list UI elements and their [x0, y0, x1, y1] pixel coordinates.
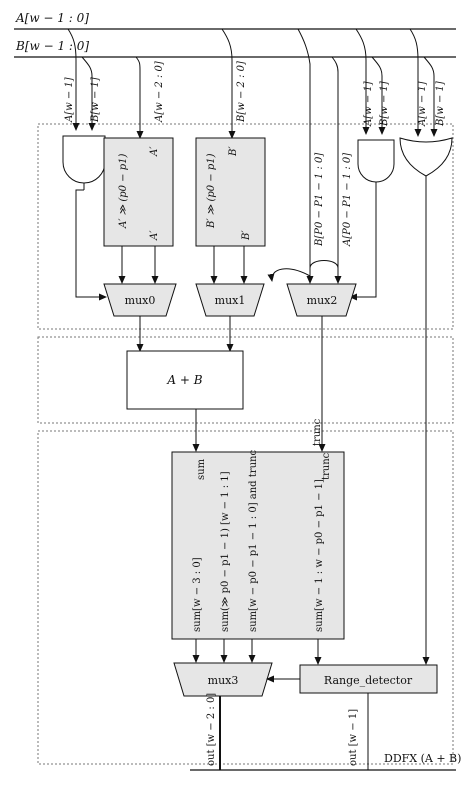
- a-bus-label: A[w − 1 : 0]: [15, 11, 89, 25]
- tap-label-b-msb-2: B[w − 1]: [379, 81, 390, 127]
- and-gate-2-icon: [357, 139, 395, 183]
- trunc-input-label: trunc: [321, 452, 332, 480]
- shift-b-block: [195, 137, 266, 247]
- out-low-label: out [w − 2 : 0]: [206, 693, 217, 766]
- bus-taps: [67, 28, 438, 268]
- tap-label-a-msb-1: A[w − 1]: [64, 77, 75, 123]
- mux3-label: mux3: [208, 674, 239, 687]
- tap-label-a-low: A[w − 2 : 0]: [154, 61, 165, 123]
- shift-a-block: [103, 137, 174, 247]
- and-gate-icon: [62, 135, 106, 184]
- shift-a-expr: A′ ≫ (p0 − p1): [118, 154, 129, 229]
- mux1-label: mux1: [215, 294, 246, 307]
- or-gate-icon: [399, 137, 453, 177]
- shift-b-bottom-label: B′: [241, 230, 252, 241]
- mux0-label: mux0: [125, 294, 156, 307]
- shift-a-bottom-label: A′: [149, 230, 160, 241]
- and-out-to-mux0: [75, 189, 107, 301]
- tap-label-a-msb-2: A[w − 1]: [363, 81, 374, 127]
- mux2-shape: [286, 283, 357, 317]
- stage-3-frame: [37, 430, 454, 765]
- trunc-block: [171, 451, 345, 640]
- ddfx-label: DDFX (A + B): [384, 752, 461, 765]
- adder-label: A + B: [166, 373, 202, 387]
- and2-out-to-mux2: [349, 182, 377, 301]
- shift-b-expr: B′ ≫ (p0 − p1): [206, 153, 217, 229]
- b-bus-label: B[w − 1 : 0]: [15, 39, 89, 53]
- output-label-2: sum[w − p0 − p1 − 1 : 0] and trunc: [248, 450, 259, 632]
- stage-1-frame: [37, 123, 454, 330]
- tap-label-b-msb-3: B[w − 1]: [435, 81, 446, 127]
- pfield-crossover: [272, 260, 339, 284]
- output-label-0: sum[w − 3 : 0]: [192, 557, 203, 632]
- sum-input-label: sum: [196, 458, 207, 480]
- trunc-outer-label: trunc: [312, 418, 323, 446]
- out-msb-label: out [w − 1]: [348, 709, 359, 766]
- tap-label-b-pfield: B[P0 − P1 − 1 : 0]: [314, 153, 325, 247]
- mux0-shape: [103, 283, 177, 317]
- output-label-1: sum(≫ p0 − p1 − 1) [w − 1 : 1]: [220, 471, 231, 632]
- stage-2-frame: [37, 336, 454, 424]
- tap-label-b-msb-1: B[w − 1]: [90, 77, 101, 123]
- mux2-label: mux2: [307, 294, 338, 307]
- mux3-shape: [173, 662, 273, 697]
- adder-block: [126, 350, 244, 410]
- shift-a-top-label: A′: [149, 146, 160, 157]
- shift-b-top-label: B′: [228, 146, 239, 157]
- range-detector-label: Range_detector: [324, 674, 413, 687]
- output-label-3: sum[w − 1 : w − p0 − p1 − 1]: [314, 479, 325, 632]
- tap-label-b-low: B[w − 2 : 0]: [236, 61, 247, 123]
- tap-label-a-msb-3: A[w − 1]: [417, 81, 428, 127]
- tap-label-a-pfield: A[P0 − P1 − 1 : 0]: [342, 153, 353, 247]
- mux1-shape: [195, 283, 265, 317]
